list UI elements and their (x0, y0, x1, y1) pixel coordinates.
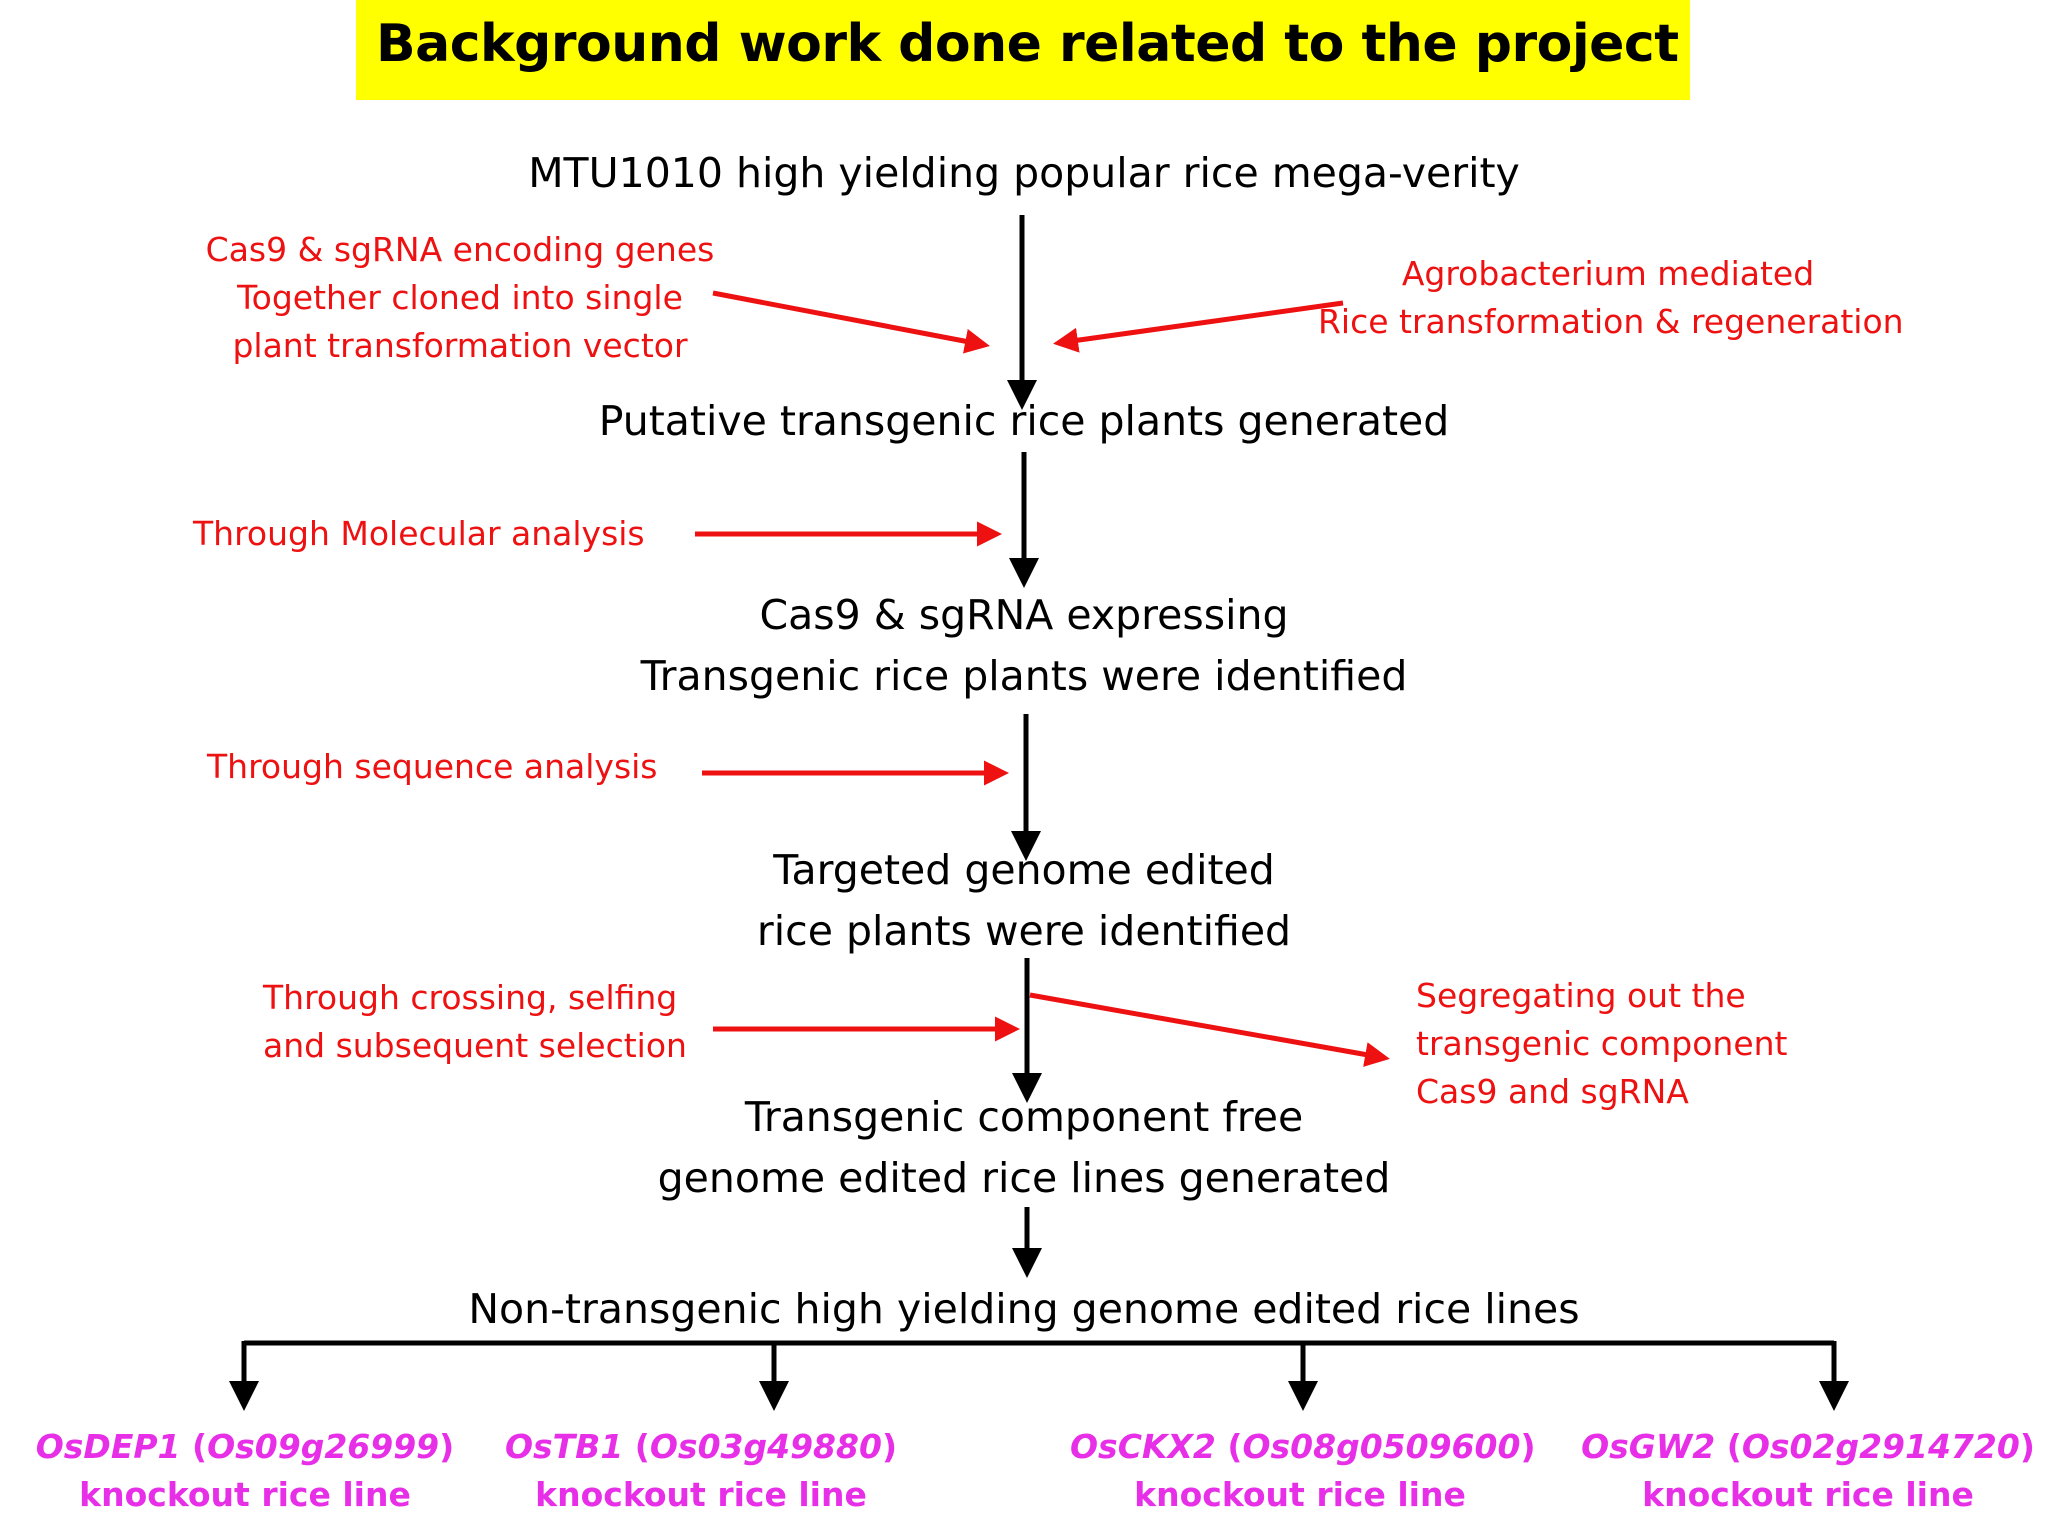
step-line: Transgenic component free (744, 1093, 1304, 1141)
gene-name: OsDEP1 (35, 1427, 181, 1466)
gene-locus: Os02g2914720 (1741, 1427, 2020, 1466)
note-line: Rice transformation & regeneration (1318, 302, 1904, 341)
red-arrow-segregating (1029, 992, 1390, 1067)
knockout-gene-label: OsDEP1 (Os09g26999) (35, 1427, 455, 1466)
page-title: Background work done related to the proj… (376, 14, 1679, 74)
note-line: plant transformation vector (232, 326, 688, 365)
knockout-description: knockout rice line (79, 1475, 411, 1514)
step-mtu1010: MTU1010 high yielding popular rice mega-… (250, 143, 1798, 204)
gene-locus: Os08g0509600 (1242, 1427, 1521, 1466)
knockout-description: knockout rice line (1134, 1475, 1466, 1514)
step-genome-edited: Targeted genome edited rice plants were … (250, 840, 1798, 962)
step-line: Non-transgenic high yielding genome edit… (468, 1285, 1580, 1333)
step-putative-transgenic: Putative transgenic rice plants generate… (250, 391, 1798, 452)
step-line: Putative transgenic rice plants generate… (598, 397, 1450, 445)
note-line: Through Molecular analysis (193, 514, 645, 553)
gene-name: OsGW2 (1581, 1427, 1716, 1466)
step-component-free: Transgenic component free genome edited … (250, 1087, 1798, 1209)
knockout-line-osgw2: OsGW2 (Os02g2914720) knockout rice line (1578, 1423, 2038, 1519)
note-molecular: Through Molecular analysis (193, 510, 645, 558)
note-line: Through crossing, selfing (263, 978, 678, 1017)
gene-locus: Os03g49880 (649, 1427, 882, 1466)
knockout-line-osdep1: OsDEP1 (Os09g26999) knockout rice line (15, 1423, 475, 1519)
note-line: Cas9 & sgRNA encoding genes (205, 230, 715, 269)
note-line: Cas9 and sgRNA (1416, 1072, 1689, 1111)
title-banner (356, 0, 1690, 100)
note-crossing: Through crossing, selfing and subsequent… (263, 974, 687, 1070)
gene-name: OsCKX2 (1070, 1427, 1216, 1466)
knockout-line-ostb1: OsTB1 (Os03g49880) knockout rice line (471, 1423, 931, 1519)
note-line: and subsequent selection (263, 1026, 687, 1065)
step-line: MTU1010 high yielding popular rice mega-… (528, 149, 1520, 197)
knockout-description: knockout rice line (1642, 1475, 1974, 1514)
note-line: transgenic component (1416, 1024, 1788, 1063)
note-segregating: Segregating out the transgenic component… (1416, 972, 1788, 1116)
red-arrow-agrobacterium (1053, 300, 1344, 353)
step-non-transgenic: Non-transgenic high yielding genome edit… (250, 1279, 1798, 1340)
knockout-line-osckx2: OsCKX2 (Os08g0509600) knockout rice line (1070, 1423, 1536, 1519)
step-line: genome edited rice lines generated (657, 1154, 1391, 1202)
knockout-description: knockout rice line (535, 1475, 867, 1514)
note-line: Segregating out the (1416, 976, 1746, 1015)
red-arrow-vector (712, 290, 990, 354)
note-vector: Cas9 & sgRNA encoding genes Together clo… (200, 226, 720, 370)
knockout-gene-label: OsCKX2 (Os08g0509600) (1070, 1427, 1536, 1466)
knockout-gene-label: OsTB1 (Os03g49880) (504, 1427, 898, 1466)
note-agrobacterium: Agrobacterium mediated Rice transformati… (1318, 250, 1904, 346)
step-line: Targeted genome edited (773, 846, 1275, 894)
gene-name: OsTB1 (504, 1427, 624, 1466)
step-line: rice plants were identified (756, 907, 1292, 955)
note-sequence: Through sequence analysis (207, 743, 658, 791)
step-expressing-identified: Cas9 & sgRNA expressing Transgenic rice … (250, 585, 1798, 707)
note-line: Together cloned into single (237, 278, 683, 317)
gene-locus: Os09g26999 (207, 1427, 440, 1466)
note-line: Agrobacterium mediated (1401, 254, 1815, 293)
step-line: Transgenic rice plants were identified (640, 652, 1408, 700)
note-line: Through sequence analysis (207, 747, 658, 786)
step-line: Cas9 & sgRNA expressing (759, 591, 1289, 639)
knockout-gene-label: OsGW2 (Os02g2914720) (1581, 1427, 2035, 1466)
